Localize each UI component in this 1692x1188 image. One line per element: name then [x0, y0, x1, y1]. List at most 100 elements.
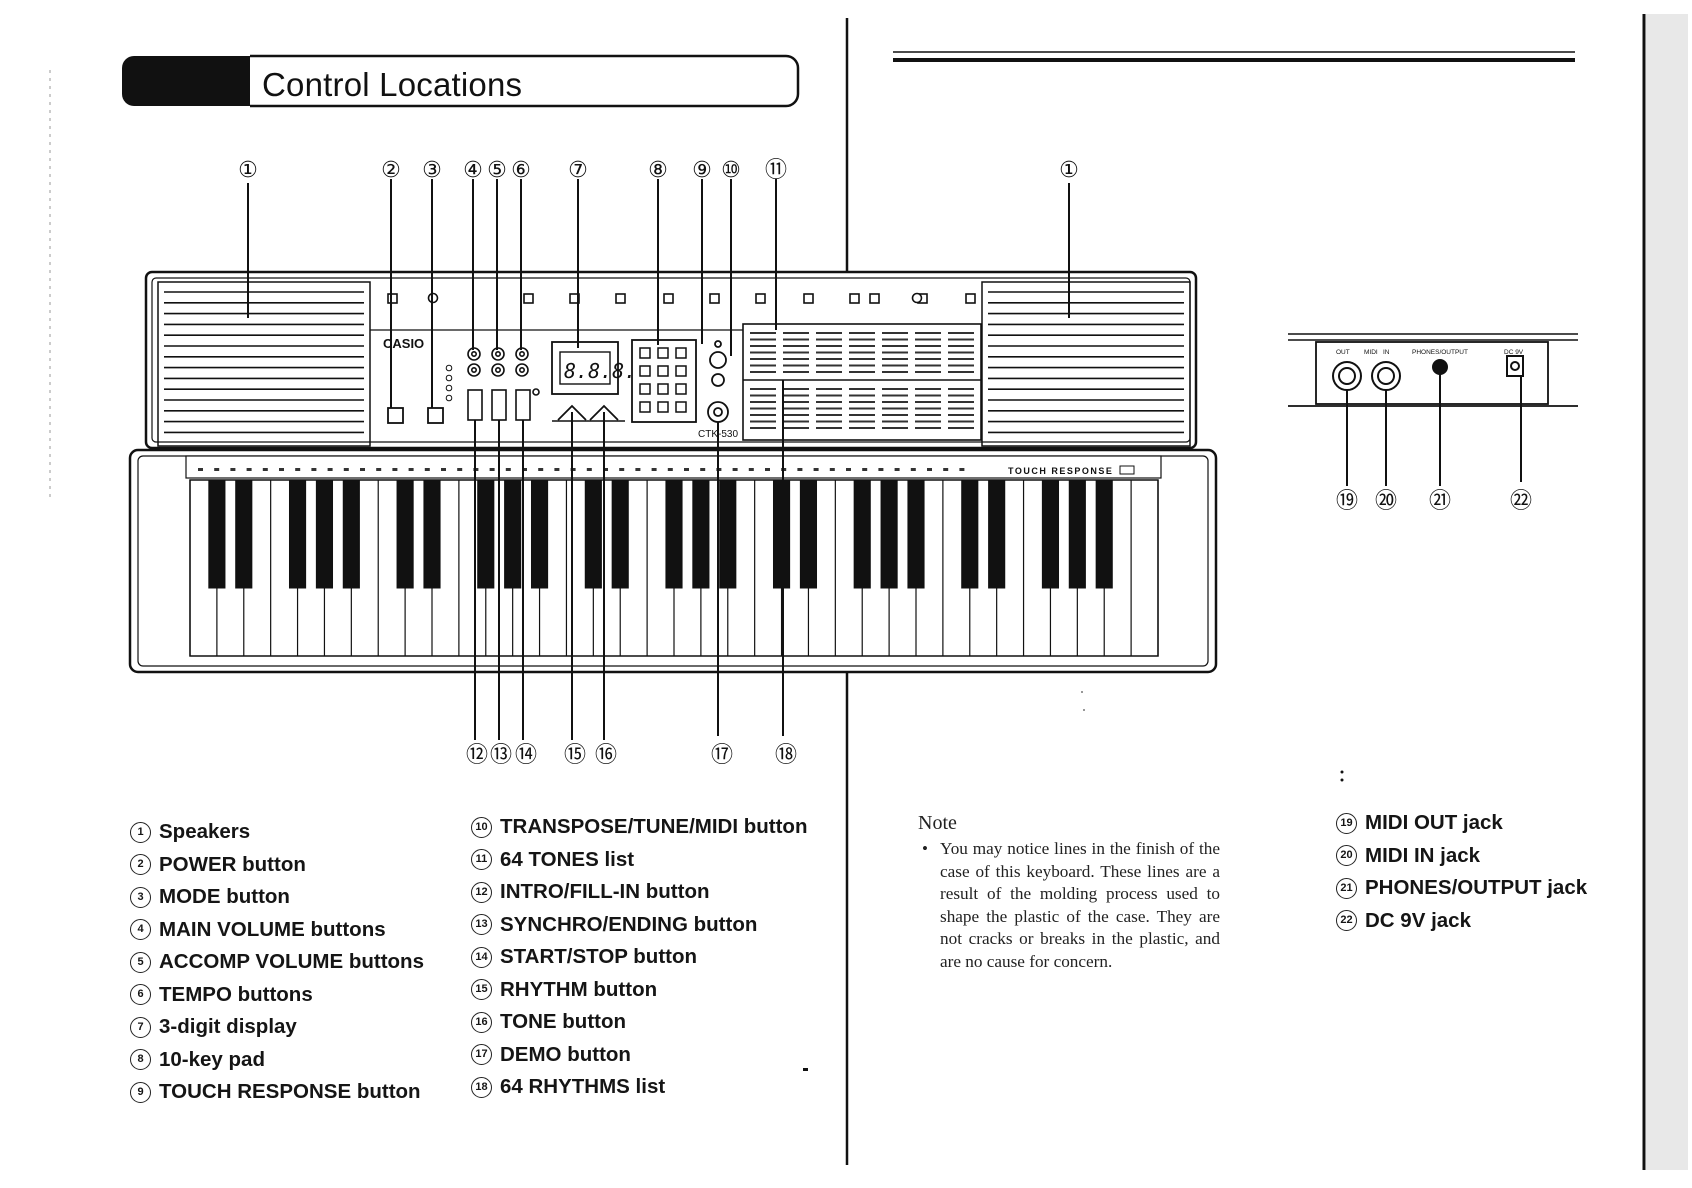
strip-mark — [522, 468, 527, 471]
legend-label: MIDI OUT jack — [1365, 811, 1503, 834]
legend-label: 64 TONES list — [500, 847, 635, 871]
list-line — [783, 371, 809, 373]
svg-text:MIDI: MIDI — [1364, 349, 1378, 356]
black-key — [988, 479, 1006, 589]
legend-label: MAIN VOLUME buttons — [159, 917, 386, 941]
black-key — [208, 479, 226, 589]
black-key — [584, 479, 602, 589]
legend-label: TONE button — [500, 1010, 627, 1033]
legend-number: 12 — [471, 881, 492, 903]
list-line — [816, 332, 842, 334]
list-line — [750, 427, 776, 429]
strip-mark — [376, 468, 382, 471]
list-line — [948, 358, 974, 360]
black-key — [1041, 479, 1060, 589]
list-line — [783, 388, 809, 390]
legend-number: 8 — [130, 1049, 151, 1071]
panel-marker — [965, 293, 976, 304]
callout-number: ⑲ — [1336, 489, 1358, 514]
strip-mark — [424, 468, 430, 471]
list-line — [849, 401, 875, 403]
note-bullet: • — [922, 839, 928, 858]
strip-mark — [554, 468, 560, 471]
strip-mark — [765, 468, 770, 471]
strip-mark — [748, 468, 754, 471]
list-line — [948, 351, 974, 354]
legend-label: 10-key pad — [159, 1047, 265, 1071]
strip-mark — [586, 468, 592, 471]
callout-number: ⑳ — [1375, 489, 1397, 514]
list-line — [750, 332, 776, 334]
legend-label: RHYTHM button — [500, 977, 658, 1001]
legend-number: 4 — [130, 919, 151, 941]
list-line — [750, 407, 776, 410]
phones-jack-drawing — [1432, 359, 1448, 375]
svg-text:DC 9V: DC 9V — [1504, 349, 1524, 356]
legend-number: 11 — [471, 849, 492, 871]
legend-number: 3 — [130, 886, 151, 908]
callout-number: ⑧ — [648, 158, 668, 183]
strip-mark — [667, 468, 673, 471]
callout-number: ④ — [463, 158, 483, 183]
svg-text:8.8.8.: 8.8.8. — [564, 359, 636, 383]
black-key — [719, 479, 737, 589]
panel-marker — [387, 293, 398, 304]
callout-number: ⑦ — [568, 158, 588, 183]
legend-number: 2 — [130, 854, 151, 876]
strip-mark — [505, 468, 511, 471]
list-line — [783, 364, 809, 367]
strip-mark — [619, 468, 625, 471]
legend-label: POWER button — [159, 852, 306, 876]
black-key — [315, 479, 334, 589]
strip-mark — [846, 468, 851, 471]
legend-label: ACCOMP VOLUME buttons — [159, 950, 424, 973]
strip-mark — [910, 468, 916, 471]
strip-mark — [343, 468, 349, 471]
panel-marker — [849, 293, 860, 304]
list-line — [882, 407, 908, 410]
callout-number: ⑰ — [711, 743, 733, 768]
list-line — [849, 420, 875, 423]
list-line — [849, 351, 875, 354]
black-key — [907, 479, 925, 589]
black-key — [772, 479, 791, 589]
list-line — [849, 427, 875, 429]
legend-label: 3-digit display — [159, 1015, 297, 1038]
rear-panel: OUT MIDI IN PHONES/OUTPUT DC 9V — [1288, 333, 1578, 407]
list-line — [783, 407, 809, 410]
list-line — [816, 345, 842, 347]
callout-number: ⑪ — [765, 158, 787, 183]
brand-logo: CASIO — [383, 336, 424, 351]
strip-mark — [862, 468, 868, 471]
list-line — [948, 394, 974, 397]
black-key — [880, 479, 898, 589]
list-line — [816, 407, 842, 410]
list-line — [915, 427, 941, 429]
legend-label: START/STOP button — [500, 945, 698, 968]
keypad-key — [639, 401, 651, 413]
black-key — [235, 479, 253, 589]
black-key — [665, 479, 683, 589]
legend-number: 6 — [130, 984, 151, 1006]
list-line — [882, 345, 908, 347]
panel-marker — [869, 293, 880, 304]
panel-marker — [709, 293, 720, 304]
list-line — [882, 371, 908, 373]
keypad-key — [675, 401, 687, 413]
volume-tempo-buttons — [467, 347, 540, 396]
strip-mark — [813, 468, 819, 471]
left-speaker — [157, 281, 371, 447]
list-line — [948, 414, 974, 416]
legend-label: TEMPO buttons — [159, 982, 313, 1006]
list-line — [882, 427, 908, 429]
list-line — [816, 414, 842, 416]
list-line — [915, 414, 941, 416]
svg-text:IN: IN — [1383, 349, 1390, 356]
list-line — [783, 345, 809, 347]
strip-mark — [279, 468, 284, 471]
list-line — [948, 371, 974, 373]
